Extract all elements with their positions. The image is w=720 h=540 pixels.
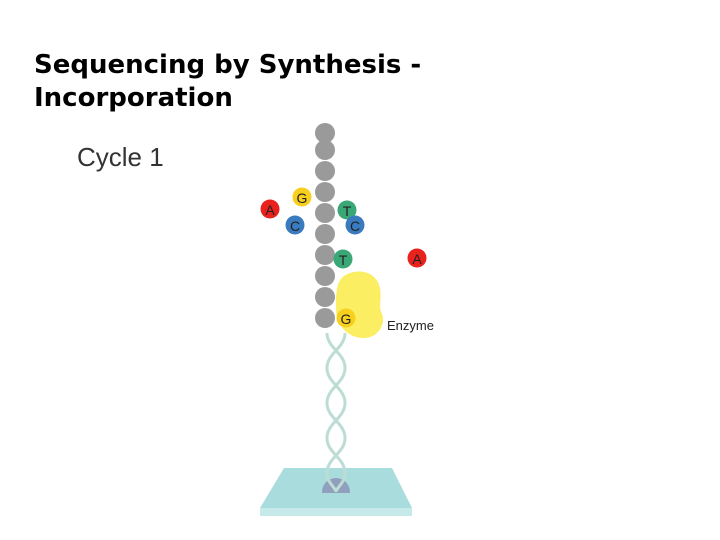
free-nucleotide-circle [292,187,312,207]
incorporated-nucleotides: TG [333,249,356,328]
incorporated-nucleotide-letter: T [339,252,348,268]
template-bead [315,266,335,286]
free-nucleotide-letter: A [265,202,275,218]
incorporated-nucleotide-letter: G [341,311,352,327]
slide-title: Sequencing by Synthesis - Incorporation [34,49,421,115]
template-bead [315,182,335,202]
slide-title-line-1: Sequencing by Synthesis - [34,50,422,80]
free-nucleotide-c: C [285,215,305,235]
free-nucleotide-t: T [337,200,357,220]
enzyme-label: Enzyme [387,318,434,333]
template-bead [315,308,335,328]
incorporated-nucleotide-g: G [336,308,356,328]
template-bead [315,287,335,307]
cycle-label: Cycle 1 [77,142,164,172]
slide-title-line-2: Incorporation [34,83,233,113]
free-nucleotide-a: A [407,248,427,268]
free-nucleotide-g: G [292,187,312,207]
free-nucleotide-circle [260,199,280,219]
enzyme-blob [336,271,384,338]
free-nucleotide-letter: C [290,218,300,234]
free-nucleotide-circle [285,215,305,235]
template-bead [315,123,335,143]
template-strand [315,123,335,328]
free-nucleotide-a: A [260,199,280,219]
free-nucleotide-circle [407,248,427,268]
free-nucleotide-circle [345,215,365,235]
helix-strand-b [325,332,347,493]
incorporated-nucleotide-t: T [333,249,353,269]
template-bead [315,203,335,223]
dna-helix [325,332,347,493]
free-nucleotide-letter: C [350,218,360,234]
template-bead [315,140,335,160]
free-nucleotide-letter: A [412,251,422,267]
incorporated-nucleotide-circle [336,308,356,328]
free-nucleotide-c: C [345,215,365,235]
free-nucleotide-letter: G [297,190,308,206]
template-bead [315,224,335,244]
free-nucleotide-letter: T [343,203,352,219]
template-bead [315,245,335,265]
template-bead [315,161,335,181]
flow-cell-edge [260,508,412,516]
incorporated-nucleotide-circle [333,249,353,269]
free-nucleotide-circle [337,200,357,220]
